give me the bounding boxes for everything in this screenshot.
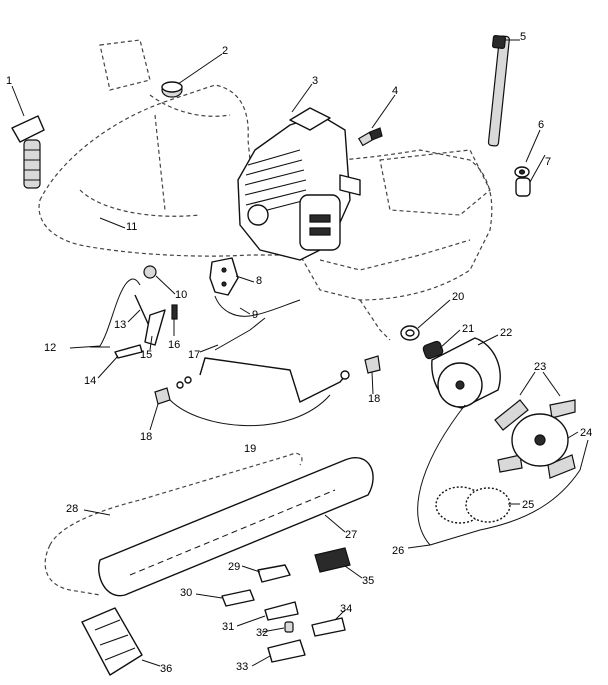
part-25-clutch-springs	[435, 486, 511, 524]
part-20-washer	[400, 325, 420, 341]
callout-18b: 18	[368, 393, 380, 405]
callout-20: 20	[452, 291, 464, 303]
callout-18a: 18	[140, 431, 152, 443]
part-6-washer	[514, 166, 530, 178]
callout-23: 23	[534, 361, 546, 373]
saw-housing-phantom-outline	[38, 39, 493, 341]
callout-16: 16	[168, 339, 180, 351]
part-17-cable	[214, 317, 266, 351]
part-15-lever	[144, 309, 166, 346]
part-22-clutch-drum	[431, 337, 501, 409]
callout-22: 22	[500, 327, 512, 339]
part-13-spring	[134, 294, 151, 329]
part-8-bracket	[209, 257, 239, 296]
callout-9: 9	[252, 309, 258, 321]
callout-3: 3	[312, 75, 318, 87]
callout-24: 24	[580, 427, 592, 439]
part-7-cap-nut	[515, 177, 531, 197]
callout-14: 14	[84, 375, 96, 387]
part-30-drive-link	[221, 589, 255, 607]
callout-19: 19	[244, 443, 256, 455]
part-35-cutter	[314, 547, 351, 573]
callout-17: 17	[188, 349, 200, 361]
callout-33: 33	[236, 661, 248, 673]
part-32-rivet	[284, 621, 294, 633]
part-34-drive-link	[311, 617, 346, 637]
callout-5: 5	[520, 31, 526, 43]
part-28-saw-chain	[44, 452, 303, 596]
callout-1: 1	[6, 75, 12, 87]
part-33-cutter-link	[267, 639, 306, 663]
part-31-tie-strap	[264, 601, 299, 621]
part-18-fitting-left	[154, 387, 171, 405]
part-12-rod	[69, 278, 141, 349]
callout-34: 34	[340, 603, 352, 615]
part-10-plug	[143, 265, 157, 279]
callout-27: 27	[345, 529, 357, 541]
callout-30: 30	[180, 587, 192, 599]
callout-35: 35	[362, 575, 374, 587]
part-27-guide-bar	[98, 457, 374, 597]
callout-labels: 1 2 3 4 5 6 7 8 9 10 11 12 13 14 15 16 1…	[6, 31, 592, 675]
part-18-fitting-right	[364, 355, 381, 374]
callout-7: 7	[545, 156, 551, 168]
callout-36: 36	[160, 663, 172, 675]
part-4-bolt	[357, 127, 383, 147]
part-24-clutch-hub	[511, 413, 569, 467]
part-2-grommet	[161, 81, 183, 98]
part-3-engine-assembly	[237, 107, 361, 261]
callout-31: 31	[222, 621, 234, 633]
part-16-screw	[171, 304, 178, 320]
part-5-drive-rod	[487, 35, 510, 147]
callout-8: 8	[256, 275, 262, 287]
callout-29: 29	[228, 561, 240, 573]
callout-12: 12	[44, 342, 56, 354]
callout-32: 32	[256, 627, 268, 639]
callout-10: 10	[175, 289, 187, 301]
callout-26: 26	[392, 545, 404, 557]
callout-2: 2	[222, 45, 228, 57]
callout-4: 4	[392, 85, 398, 97]
callout-15: 15	[140, 349, 152, 361]
callout-11: 11	[126, 221, 137, 233]
part-9-wire	[214, 295, 301, 317]
callout-28: 28	[66, 503, 78, 515]
leader-lines	[11, 39, 579, 667]
callout-25: 25	[522, 499, 534, 511]
callout-13: 13	[114, 319, 126, 331]
part-29-cutter-link	[257, 564, 291, 583]
part-14-knob	[114, 344, 143, 359]
part-23-clutch-shoes	[494, 399, 576, 479]
callout-21: 21	[462, 323, 474, 335]
callout-6: 6	[538, 119, 544, 131]
part-1-handle-bolt	[11, 115, 45, 189]
part-19-oil-line	[169, 357, 350, 427]
part-36-bar-cover	[81, 607, 143, 676]
